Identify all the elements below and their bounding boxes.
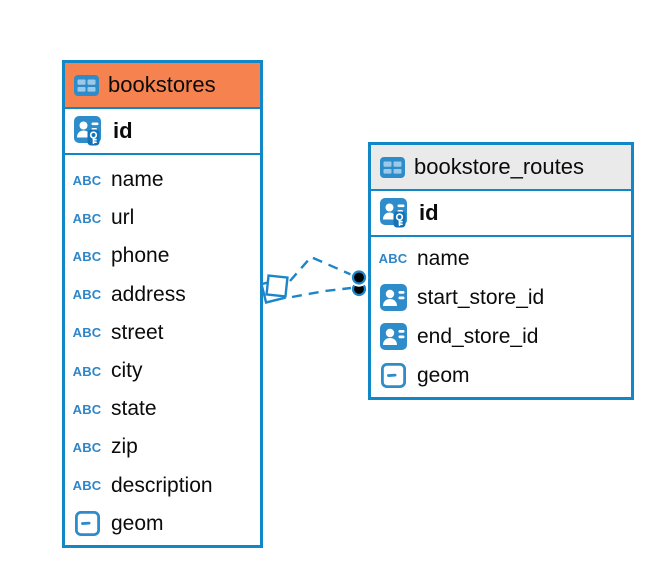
- relationship-line-upper[interactable]: [289, 255, 353, 282]
- field-row[interactable]: ABC name: [65, 161, 260, 199]
- primary-key-icon: [378, 198, 410, 228]
- field-row[interactable]: ABC state: [65, 390, 260, 428]
- fields-list-bookstores: ABC name ABC url ABC phone ABC address A…: [65, 155, 260, 543]
- field-name: geom: [417, 363, 470, 387]
- text-type-icon: ABC: [72, 325, 102, 341]
- table-icon: [380, 156, 405, 178]
- field-name: start_store_id: [417, 285, 545, 309]
- primary-key-name: id: [419, 200, 439, 225]
- fields-list-routes: ABC name start_store_id: [371, 237, 631, 395]
- text-type-icon: ABC: [72, 439, 102, 455]
- field-row[interactable]: start_store_id: [371, 278, 631, 317]
- table-bookstores[interactable]: bookstores id ABC name: [62, 60, 263, 548]
- field-row[interactable]: ABC description: [65, 467, 260, 505]
- text-type-icon: ABC: [72, 363, 102, 379]
- field-row[interactable]: ABC url: [65, 199, 260, 237]
- primary-key-row[interactable]: id: [65, 109, 260, 155]
- field-name: end_store_id: [417, 324, 539, 348]
- geometry-type-icon: [377, 363, 409, 388]
- field-row[interactable]: ABC zip: [65, 428, 260, 466]
- text-type-icon: ABC: [72, 248, 102, 264]
- field-row[interactable]: ABC phone: [65, 237, 260, 275]
- foreign-key-icon: [377, 284, 409, 311]
- text-type-icon: ABC: [378, 251, 408, 266]
- relationship-one-markers: [349, 268, 369, 297]
- relationship-bookstores-to-routes[interactable]: [260, 255, 369, 304]
- text-type-icon: ABC: [72, 287, 102, 303]
- field-name: address: [111, 282, 186, 306]
- table-header-bookstores[interactable]: bookstores: [65, 63, 260, 109]
- primary-key-row[interactable]: id: [371, 191, 631, 237]
- primary-key-icon: [72, 116, 104, 146]
- field-row[interactable]: ABC city: [65, 352, 260, 390]
- field-name: street: [111, 320, 164, 344]
- field-name: state: [111, 397, 157, 421]
- field-name: zip: [111, 435, 138, 459]
- field-row[interactable]: geom: [65, 505, 260, 543]
- table-bookstore-routes[interactable]: bookstore_routes id ABC name: [368, 142, 634, 400]
- field-name: description: [111, 473, 213, 497]
- field-row[interactable]: ABC street: [65, 314, 260, 352]
- relationship-many-marker: [260, 274, 289, 304]
- field-row[interactable]: ABC name: [371, 239, 631, 278]
- field-name: phone: [111, 244, 170, 268]
- field-row[interactable]: end_store_id: [371, 317, 631, 356]
- field-row[interactable]: ABC address: [65, 276, 260, 314]
- relationship-line-lower[interactable]: [291, 286, 352, 299]
- text-type-icon: ABC: [72, 401, 102, 417]
- field-name: url: [111, 206, 135, 230]
- text-type-icon: ABC: [72, 478, 102, 494]
- geometry-type-icon: [71, 511, 103, 537]
- foreign-key-icon: [377, 323, 409, 350]
- text-type-icon: ABC: [72, 210, 102, 226]
- text-type-icon: ABC: [72, 172, 102, 188]
- table-icon: [74, 74, 99, 96]
- table-title: bookstores: [108, 72, 216, 97]
- table-title: bookstore_routes: [414, 154, 584, 179]
- field-row[interactable]: geom: [371, 356, 631, 395]
- field-name: city: [111, 359, 143, 383]
- table-header-bookstore-routes[interactable]: bookstore_routes: [371, 145, 631, 191]
- field-name: geom: [111, 511, 164, 535]
- field-name: name: [417, 246, 470, 270]
- primary-key-name: id: [113, 118, 133, 143]
- field-name: name: [111, 168, 164, 192]
